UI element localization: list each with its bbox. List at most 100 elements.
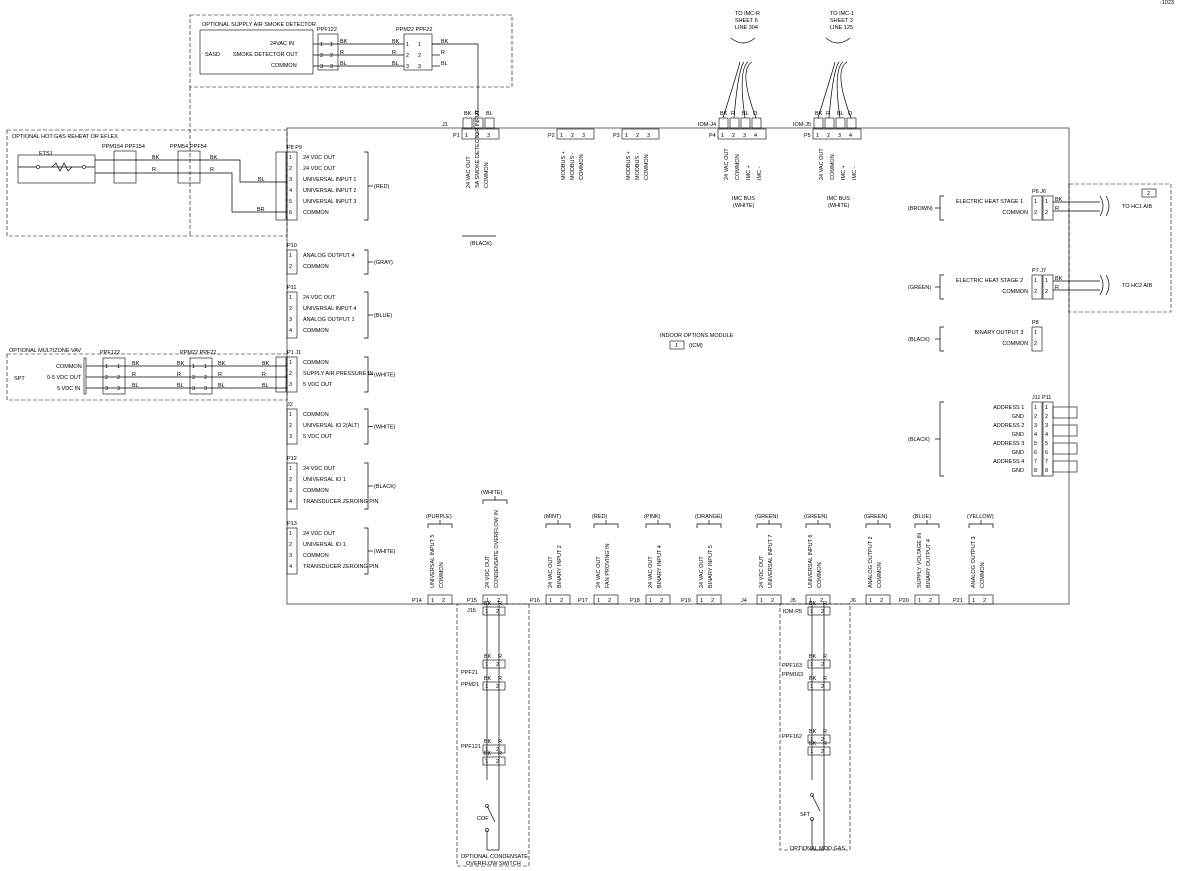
- bc-signal-2: 24 VDC OUT: [485, 555, 491, 588]
- p10-color: (GRAY): [374, 260, 393, 266]
- p12-color: (BLACK): [374, 484, 396, 490]
- j2-signal: 5 VDC OUT: [303, 434, 333, 440]
- bc-header-5: [645, 594, 671, 605]
- j11-mate-pin: 5: [1045, 441, 1048, 447]
- bc-pin: 1: [972, 598, 975, 604]
- p1-plug: [484, 117, 495, 129]
- p5-plug: [813, 117, 824, 129]
- p8-color: (BLACK): [908, 337, 930, 343]
- bc-signal-5: BINARY INPUT 4: [657, 545, 663, 588]
- mzv-conn-a-box: [102, 357, 126, 395]
- j11-signal: ADDRESS 3: [993, 441, 1024, 447]
- p4-plug: [729, 117, 740, 129]
- p4-cable: [733, 61, 745, 119]
- sasd-wire-label: R: [392, 50, 396, 56]
- mzv-wire-label: BK: [132, 361, 140, 367]
- mod-wire-label: R: [823, 741, 827, 747]
- p4-bus-color: (WHITE): [733, 203, 755, 209]
- p7-signal: ELECTRIC HEAT STAGE 2: [956, 278, 1023, 284]
- p5-bus-color: (WHITE): [828, 203, 850, 209]
- p9-pin: 2: [289, 166, 292, 172]
- mzv-term: [83, 357, 87, 395]
- p13-pin: 4: [289, 564, 292, 570]
- p6-color: (BROWN): [908, 206, 933, 212]
- heat-area: [1068, 183, 1172, 313]
- p5-to: LINE 125: [830, 25, 853, 31]
- cof-plug-2: [482, 659, 506, 669]
- p5-pin: 4: [849, 133, 852, 139]
- p6-mate: [1042, 195, 1054, 221]
- p5-cable: [840, 61, 852, 119]
- bc-pin: 1: [918, 598, 921, 604]
- mzv-conn-b-box: [189, 357, 213, 395]
- p5-signal: 24 VAC OUT: [819, 148, 825, 180]
- bc-pin: 2: [929, 598, 932, 604]
- sasd-pin: 3: [418, 64, 421, 70]
- j1-header: [286, 356, 298, 393]
- bc-pin: 2: [660, 598, 663, 604]
- p13-pin: 1: [289, 531, 292, 537]
- j1-signal: COMMON: [303, 360, 329, 366]
- p6-ref: 2: [1147, 191, 1150, 197]
- hgr-w2b: R: [210, 167, 214, 173]
- p5-cable: [817, 61, 836, 119]
- cof-wire-label: BK: [484, 654, 492, 660]
- p3-signal: MODBUS -: [635, 152, 641, 180]
- p5-signal: IMC +: [841, 165, 847, 180]
- module-ref-box: [669, 340, 685, 350]
- hgr-w3: BL: [258, 177, 265, 183]
- bc-signal-1: UNIVERSAL INPUT 5: [430, 535, 436, 589]
- bc-pin: 1: [649, 598, 652, 604]
- mzv-wire-label: BL: [218, 383, 225, 389]
- mod-ppf162: PPF162: [782, 734, 802, 740]
- p8-header: [1031, 326, 1043, 352]
- bc-color-7: (GREEN): [755, 514, 778, 520]
- j11-signal: GND: [1012, 432, 1024, 438]
- sasd-wire-label: BK: [340, 39, 348, 45]
- bc-label-10: P20: [899, 598, 909, 604]
- p7-signal: COMMON: [1002, 289, 1028, 295]
- p9-label: P8 P9: [287, 145, 302, 151]
- j2-signal: COMMON: [303, 412, 329, 418]
- p10-brace: [364, 249, 369, 275]
- cof-pin: 1: [485, 684, 488, 690]
- p6-signal: ELECTRIC HEAT STAGE 1: [956, 199, 1023, 205]
- p11-pin: 3: [289, 317, 292, 323]
- p10-label: P10: [287, 243, 297, 249]
- p10-signal: ANALOG OUTPUT 4: [303, 253, 355, 259]
- p4-label: P4: [709, 133, 716, 139]
- mod-wire-label: R: [823, 729, 827, 735]
- p5-signal: IMC -: [852, 166, 858, 180]
- j11-mate-pin: 6: [1045, 450, 1048, 456]
- p7-brace: [939, 274, 944, 300]
- sasd-wire-label: BK: [392, 39, 400, 45]
- mod-wire-label: R: [823, 601, 827, 607]
- p4-signal: IMC +: [746, 165, 752, 180]
- bc-label-9: J6: [850, 598, 856, 604]
- bc-color-11: (YELLOW): [967, 514, 994, 520]
- mzv-pin: 2: [117, 375, 120, 381]
- p1-signal: SA SMOKE DETECTOR INPUT: [475, 109, 481, 188]
- cof-pin: 1: [485, 609, 488, 615]
- mzv-wire-label: R: [218, 372, 222, 378]
- mod-pin: 1: [810, 737, 813, 743]
- j11-signal: GND: [1012, 468, 1024, 474]
- mzv-pin: 3: [117, 386, 120, 392]
- p1-pin: 1: [465, 133, 468, 139]
- j1-signal: 5 VDC OUT: [303, 382, 333, 388]
- bc-brace-5: [645, 523, 671, 528]
- bc-brace-9: [865, 523, 891, 528]
- bc-signal-5: 24 VAC OUT: [648, 556, 654, 588]
- sasd-wire-label: BL: [441, 61, 448, 67]
- cof-wire-label: BK: [484, 751, 492, 757]
- bc-brace-8: [805, 523, 831, 528]
- p10-pin: 1: [289, 253, 292, 259]
- sasd-wire-label: R: [441, 50, 445, 56]
- mzv-device: SPT: [14, 376, 25, 382]
- bc-signal-4: FAN PROVING IN: [605, 543, 611, 588]
- cof-title-1: OPTIONAL CONDENSATE: [461, 854, 528, 860]
- j1-pin: 2: [289, 371, 292, 377]
- p4-cable: [741, 61, 749, 119]
- sasd-pin: 2: [418, 53, 421, 59]
